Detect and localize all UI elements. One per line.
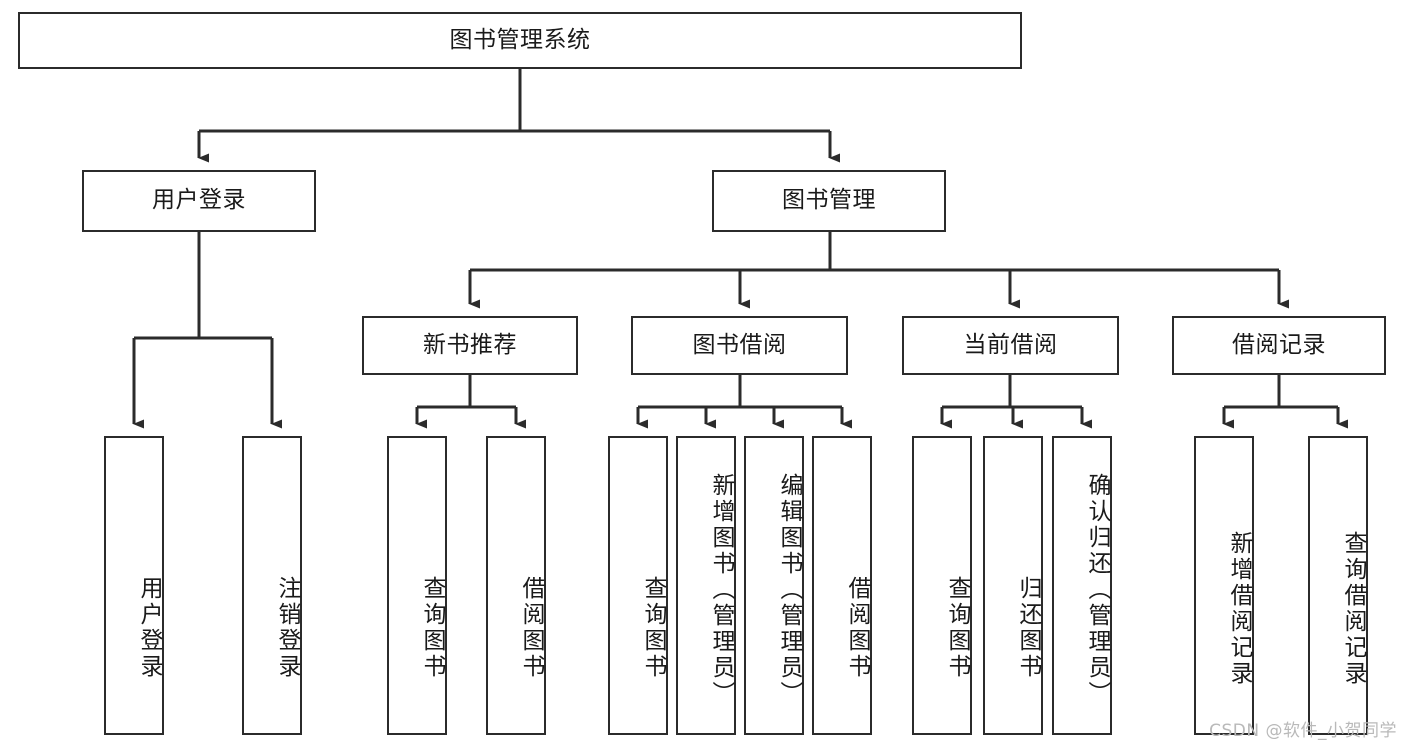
node-borrow-record-label: 借阅记录 — [1232, 331, 1326, 358]
node-leaf-query-book-recommend-label: 查询图书 — [419, 575, 445, 680]
node-leaf-borrow-book-recommend-label: 借阅图书 — [518, 575, 544, 680]
node-leaf-add-book-admin[interactable]: 新增图书（管理员） — [676, 436, 736, 735]
node-leaf-add-borrow-record[interactable]: 新增借阅记录 — [1194, 436, 1254, 735]
node-borrow-record[interactable]: 借阅记录 — [1172, 316, 1386, 375]
node-leaf-query-borrow-record[interactable]: 查询借阅记录 — [1308, 436, 1368, 735]
node-new-book-recommend-label: 新书推荐 — [423, 331, 517, 358]
node-leaf-logout-login-label: 注销登录 — [274, 575, 300, 680]
node-leaf-confirm-return-admin-label: 确认归还（管理员） — [1084, 472, 1110, 707]
node-current-borrow[interactable]: 当前借阅 — [902, 316, 1119, 375]
node-leaf-borrow-book[interactable]: 借阅图书 — [812, 436, 872, 735]
node-leaf-user-login[interactable]: 用户登录 — [104, 436, 164, 735]
node-book-management[interactable]: 图书管理 — [712, 170, 946, 232]
node-leaf-query-book-borrow[interactable]: 查询图书 — [608, 436, 668, 735]
node-leaf-add-borrow-record-label: 新增借阅记录 — [1226, 530, 1252, 687]
node-leaf-add-book-admin-label: 新增图书（管理员） — [708, 472, 734, 707]
node-leaf-edit-book-admin-label: 编辑图书（管理员） — [776, 472, 802, 707]
node-user-login[interactable]: 用户登录 — [82, 170, 316, 232]
node-leaf-query-book-recommend[interactable]: 查询图书 — [387, 436, 447, 735]
node-leaf-borrow-book-recommend[interactable]: 借阅图书 — [486, 436, 546, 735]
node-leaf-user-login-label: 用户登录 — [136, 575, 162, 680]
node-leaf-query-book-borrow-label: 查询图书 — [640, 575, 666, 680]
node-current-borrow-label: 当前借阅 — [963, 331, 1058, 358]
node-root-label: 图书管理系统 — [449, 26, 591, 53]
node-leaf-borrow-book-label: 借阅图书 — [844, 575, 870, 680]
node-leaf-query-book-current[interactable]: 查询图书 — [912, 436, 972, 735]
node-root[interactable]: 图书管理系统 — [18, 12, 1022, 69]
node-leaf-logout-login[interactable]: 注销登录 — [242, 436, 302, 735]
node-leaf-return-book-label: 归还图书 — [1015, 575, 1041, 680]
node-leaf-edit-book-admin[interactable]: 编辑图书（管理员） — [744, 436, 804, 735]
node-book-borrow[interactable]: 图书借阅 — [631, 316, 848, 375]
node-user-login-label: 用户登录 — [152, 187, 246, 214]
node-leaf-confirm-return-admin[interactable]: 确认归还（管理员） — [1052, 436, 1112, 735]
node-leaf-query-borrow-record-label: 查询借阅记录 — [1340, 530, 1366, 687]
node-leaf-return-book[interactable]: 归还图书 — [983, 436, 1043, 735]
node-leaf-query-book-current-label: 查询图书 — [944, 575, 970, 680]
node-book-management-label: 图书管理 — [782, 187, 876, 214]
node-book-borrow-label: 图书借阅 — [692, 331, 787, 358]
node-new-book-recommend[interactable]: 新书推荐 — [362, 316, 578, 375]
